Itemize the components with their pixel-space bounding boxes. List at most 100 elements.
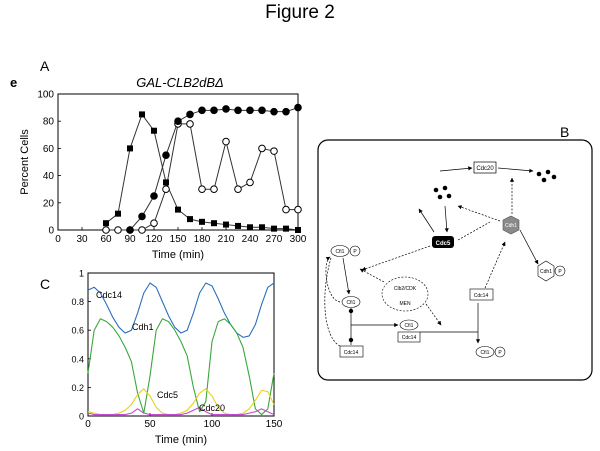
- junction-top: [348, 308, 354, 314]
- panel-a-point: [235, 222, 241, 229]
- panel-a-ytick-label: 40: [43, 171, 55, 182]
- panel-label-a: A: [40, 58, 50, 74]
- panel-a-title: GAL-CLB2dBΔ: [136, 75, 223, 90]
- panel-a-point: [234, 185, 242, 193]
- junction-bottom: [348, 337, 354, 343]
- panel-a-point: [270, 147, 278, 155]
- node-cfi1-mid-label: Cfi1: [347, 300, 356, 306]
- panel-c-frame: [87, 272, 275, 417]
- panel-a-xtick-label: 150: [170, 234, 187, 245]
- node-cdc5: [432, 236, 454, 248]
- label-cdc20: Cdc20: [199, 403, 225, 413]
- phospho-bottom: [494, 346, 506, 358]
- panel-a-point: [103, 220, 109, 227]
- panel-a-point: [162, 185, 170, 193]
- node-cdc14-left: [339, 345, 364, 358]
- panel-a-ytick-label: 60: [43, 144, 55, 155]
- panel-a-xtick-label: 180: [194, 234, 211, 245]
- node-clb2-men: [381, 276, 429, 312]
- panel-a-point: [222, 137, 230, 146]
- node-cdc14-right: [469, 288, 494, 301]
- panel-a-point: [115, 210, 121, 217]
- panel-c-series-cdh1: [87, 318, 275, 416]
- panel-label-b: B: [560, 124, 570, 140]
- node-cdc20: [473, 161, 497, 174]
- panel-a-xtick-label: 90: [124, 234, 136, 245]
- panel-a-xlabel: Time (min): [152, 249, 204, 261]
- panel-a-point: [174, 117, 182, 125]
- panel-a-point: [246, 178, 254, 187]
- panel-a-point: [175, 206, 181, 213]
- panel-a-point: [270, 107, 278, 116]
- panel-a-point: [150, 219, 158, 227]
- panel-a-point: [247, 224, 253, 231]
- panel-a-point: [258, 106, 266, 115]
- panel-c-xtick-label: 100: [204, 419, 221, 430]
- panel-c-series-cdc20: [87, 406, 275, 416]
- panel-a-point: [282, 205, 290, 214]
- panel-a-xtick-label: 300: [290, 234, 307, 245]
- node-cdh1: [502, 215, 520, 235]
- diagram-edges: [324, 166, 539, 347]
- panel-a-point: [198, 185, 206, 193]
- panel-a-point: [234, 106, 242, 115]
- panel-c-ytick-label: 0: [79, 412, 84, 422]
- panel-a-point: [114, 226, 122, 234]
- panel-a-xtick-label: 120: [146, 234, 163, 245]
- edge-cdc14-left-to-cfi1: [324, 257, 341, 347]
- node-cdh1-phospho-label: Cdh1: [540, 269, 552, 275]
- node-cdh1-label: Cdh1: [505, 223, 517, 229]
- panel-a-point: [295, 227, 301, 233]
- panel-a-point: [223, 221, 229, 228]
- label-cdc14: Cdc14: [96, 290, 122, 300]
- node-cdc14-left-label: Cdc14: [344, 350, 359, 356]
- edge-to-cdc5: [444, 205, 449, 233]
- panel-a-point: [283, 225, 289, 232]
- node-cdc14-right-label: Cdc14: [474, 293, 489, 299]
- panel-a-point: [271, 225, 277, 232]
- node-men-label: MEN: [399, 301, 411, 307]
- panel-a-xtick-label: 270: [266, 234, 283, 245]
- phospho-cdh1-label: P: [558, 269, 562, 275]
- edge-cdc20-degradation: [497, 167, 534, 173]
- panel-a-ytick-label: 80: [43, 117, 55, 128]
- panel-c-series-cdc14: [87, 282, 275, 338]
- diagram-frame: [317, 139, 593, 381]
- edge-cdh1-inhibits-cdc5: [457, 205, 501, 222]
- node-cdc14-complex: [397, 331, 421, 343]
- panel-a-series-line-1: [106, 123, 298, 231]
- phospho-bottom-label: P: [498, 350, 502, 356]
- phospho-cdh1: [554, 265, 566, 277]
- panel-a-point: [139, 111, 145, 118]
- panel-a-point: [151, 127, 157, 134]
- panel-a-point: [150, 192, 158, 200]
- label-cdh1: Cdh1: [132, 322, 154, 332]
- panel-a-point: [246, 106, 254, 115]
- panel-a-ytick-label: 100: [37, 90, 54, 101]
- phospho-left: [349, 245, 361, 257]
- edge-clb2-inhibits: [359, 268, 385, 283]
- node-cfi1-left: [330, 245, 350, 257]
- panel-c-series-cdc5: [87, 388, 275, 416]
- panel-a-ylabel: Percent Cells: [19, 129, 31, 195]
- panel-a-point: [126, 226, 134, 234]
- panel-a-ytick-label: 20: [43, 198, 55, 209]
- edge-to-cdc20: [439, 166, 473, 172]
- panel-a-xtick-label: 0: [55, 234, 61, 245]
- label-cdc5: Cdc5: [157, 390, 178, 400]
- panel-c-xlabel: Time (min): [155, 434, 207, 446]
- edge-cdc5-to-cfi1: [361, 245, 431, 271]
- panel-c-ytick-label: 0.8: [71, 297, 84, 307]
- panel-c-ytick-label: 0.2: [71, 383, 84, 393]
- degradation-dots-right: [536, 169, 557, 183]
- panel-a-point: [258, 144, 266, 153]
- panel-a-point: [199, 218, 205, 225]
- edge-cfi1-mid-to-left: [325, 256, 341, 303]
- panel-a-point: [294, 205, 302, 214]
- edge-cdc5-link: [457, 221, 491, 241]
- edge-cfi1-left-to-mid: [342, 257, 351, 295]
- panel-label-c: C: [40, 276, 51, 292]
- figure-title: Figure 2: [265, 2, 335, 23]
- panel-a-point: [222, 105, 230, 113]
